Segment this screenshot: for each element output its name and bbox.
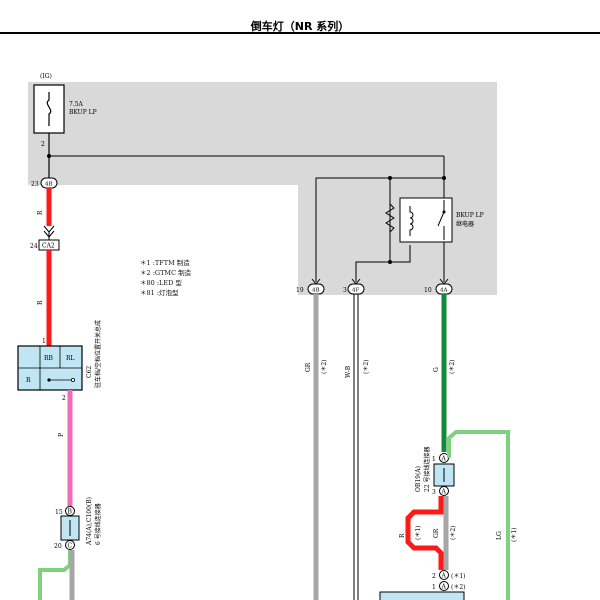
pink-wire-label: P: [58, 433, 65, 437]
switch-cell-rl: RL: [66, 355, 75, 362]
gr-internal-wire: [315, 177, 444, 282]
switch-cell-rb: RB: [44, 355, 54, 362]
gr-wire-note: (＊2): [321, 360, 328, 375]
fuse-name: BKUP LP: [69, 109, 97, 116]
ob19-pin-3: 3: [432, 489, 436, 496]
ob19-name: 22 号接线连接器: [423, 446, 431, 492]
wb-wire-note: (＊2): [363, 360, 370, 375]
resistor-icon: [385, 203, 395, 233]
splice-dot-4: [388, 260, 392, 264]
connector-4a-10-label: 4A: [440, 288, 448, 294]
lower-connector-1-label: A: [441, 584, 447, 591]
junction-block-panel: [28, 82, 497, 295]
connector-4f-3: [347, 283, 365, 295]
note-2: ＊2 :GTMC 制造: [140, 269, 192, 277]
fuse-pin: 2: [41, 141, 45, 148]
connector-4b-19-label: 4B: [312, 288, 320, 294]
fuse-icon: [46, 92, 52, 126]
a74-code: A74(A),C100(B): [86, 497, 93, 546]
title-rule: [0, 32, 600, 34]
a74-connector-c-label: C: [68, 543, 73, 550]
lower-connector-1: [439, 581, 449, 591]
switch-name: 驻车档/空档位置开关总成: [94, 320, 102, 388]
a74-connector-b-label: B: [68, 509, 73, 516]
green-wire-color: G: [433, 367, 440, 372]
lg-wire-note: (＊1): [511, 528, 518, 543]
a74-connector-c: [65, 540, 75, 550]
switch-contact-dot-2: [71, 377, 76, 382]
notes-legend: ＊1 :TFTM 制造 ＊2 :GTMC 制造 ＊80 :LED 型 ＊81 :…: [140, 258, 191, 298]
relay-box: [399, 197, 453, 243]
connector-pin-10: 10: [424, 287, 432, 294]
green-wire-note: (＊2): [449, 360, 456, 375]
gr-wire-lower-note: (＊2): [450, 526, 457, 541]
connector-pin-24: 24: [30, 243, 38, 250]
lower-connector-2: [439, 570, 449, 580]
red-wire-lower-color: R: [399, 533, 406, 538]
page-title: 倒车灯（NR 系列）: [250, 20, 350, 33]
a74-name: 6 号接线连接器: [94, 503, 102, 545]
connector-pin-23: 23: [31, 181, 39, 188]
ob19-code: OB19(A): [415, 466, 422, 492]
lower-component-box: [379, 591, 465, 600]
note-1: ＊1 :TFTM 制造: [140, 259, 190, 267]
red-wire-lower-note: (＊1): [415, 526, 422, 541]
fuse-rating: 7.5A: [69, 101, 84, 108]
note-4: ＊81 :灯泡型: [140, 289, 179, 297]
splice-dot: [47, 154, 51, 158]
connector-4b-23-label: 4B: [45, 182, 53, 188]
splice-dot-3: [442, 176, 446, 180]
switch-code: C62: [86, 366, 93, 378]
connector-ca2-label: CA2: [42, 243, 55, 250]
ob19-connector-top-label: A: [441, 456, 447, 463]
relay-coil-icon: [409, 206, 414, 236]
wb-internal-wire: [355, 261, 390, 282]
fuse-source: (IG): [40, 73, 52, 80]
connector-pin-3: 3: [343, 287, 347, 294]
connector-4f-3-label: 4F: [352, 288, 359, 294]
red-wire-lower: [405, 496, 444, 570]
lower-connector-2-note: (＊1): [451, 573, 466, 580]
splice-dot-2: [388, 176, 392, 180]
connector-pin-19: 19: [296, 287, 304, 294]
ob19-connector-bottom-label: A: [441, 489, 447, 496]
red-wire-mid-label: R: [37, 300, 44, 305]
red-wire-upper-label: R: [37, 210, 44, 215]
lower-connector-1-note: (＊2): [451, 584, 466, 591]
relay-name-1: BKUP LP: [456, 212, 484, 219]
a74-pin-20: 20: [54, 543, 62, 550]
gr-wire-color: GR: [305, 362, 312, 372]
lower-pin-1: 1: [432, 584, 436, 591]
a74-pin-15: 15: [55, 509, 63, 516]
lower-connector-2-label: A: [441, 573, 447, 580]
switch-pin-2: 2: [62, 395, 66, 402]
wb-wire-color: W-B: [345, 365, 352, 378]
note-3: ＊80 :LED 型: [140, 279, 182, 287]
light-green-wire-lg: [447, 430, 510, 600]
lower-pin-2: 2: [432, 573, 436, 580]
lg-wire-color: LG: [496, 531, 503, 540]
light-green-wire-left: [38, 550, 72, 600]
ob19-pin-1: 1: [432, 456, 436, 463]
ob19-connector-bottom: [439, 486, 449, 496]
switch-cell-r: R: [26, 377, 31, 384]
relay-name-2: 继电器: [456, 220, 474, 228]
relay-contact-dot: [442, 210, 446, 214]
switch-pin-1: 1: [42, 338, 46, 345]
gr-wire-lower-color: GR: [433, 528, 440, 538]
